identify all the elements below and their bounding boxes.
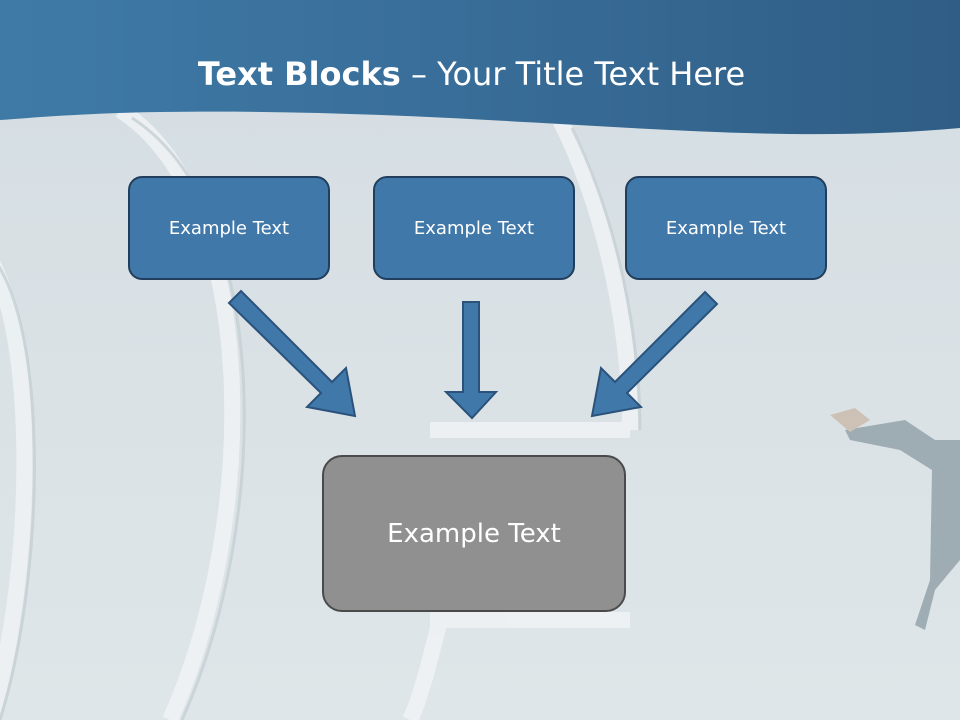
text-block-2-label: Example Text [413, 217, 535, 239]
target-block-label: Example Text [387, 518, 561, 549]
slide-title: Text Blocks – Your Title Text Here [0, 52, 943, 96]
text-block-3-label: Example Text [665, 217, 787, 239]
text-block-1-label: Example Text [168, 217, 290, 239]
title-rest: – Your Title Text Here [400, 55, 746, 93]
target-block[interactable]: Example Text [322, 455, 626, 612]
title-bold: Text Blocks [197, 55, 401, 93]
text-block-1[interactable]: Example Text [128, 176, 330, 280]
text-block-2[interactable]: Example Text [373, 176, 575, 280]
text-block-3[interactable]: Example Text [625, 176, 827, 280]
